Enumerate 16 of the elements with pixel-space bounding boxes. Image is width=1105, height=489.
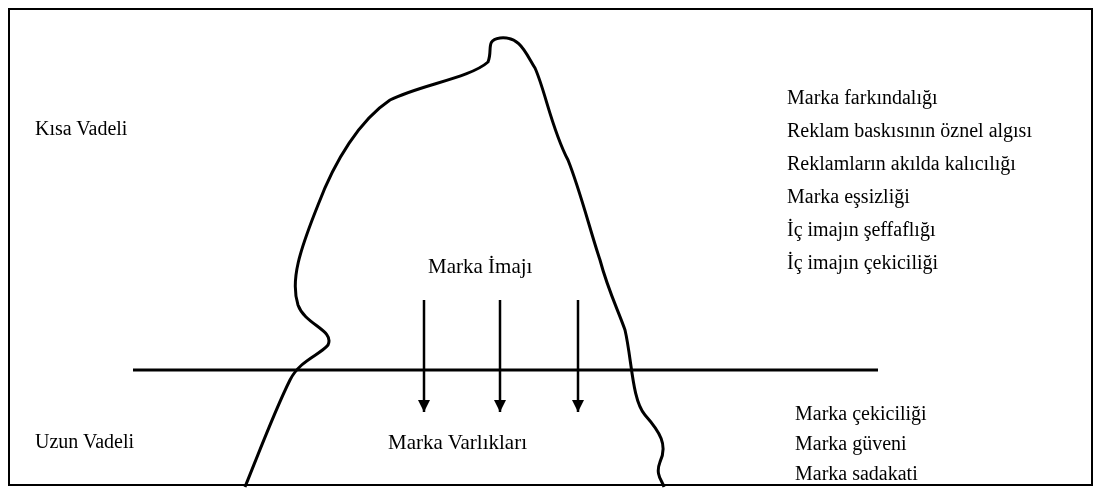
arrow <box>417 300 431 412</box>
text-label: Marka sadakati <box>795 462 918 484</box>
arrow <box>493 300 507 412</box>
text-label: Marka çekiciliği <box>795 402 927 424</box>
text-label: Marka Varlıkları <box>388 430 528 456</box>
text-label: Marka İmajı <box>428 254 534 280</box>
text-label: Uzun Vadeli <box>35 430 135 452</box>
text-label: İç imajın çekiciliği <box>787 251 939 273</box>
text-label: İç imajın şeffaflığı <box>787 218 936 240</box>
text-label: Marka eşsizliği <box>787 185 910 207</box>
text-label: Kısa Vadeli <box>35 117 128 139</box>
arrow <box>571 300 585 412</box>
text-label: Reklamların akılda kalıcılığı <box>787 152 1016 174</box>
text-label: Marka güveni <box>795 432 907 454</box>
text-label: Reklam baskısının öznel algısı <box>787 119 1032 141</box>
text-label: Marka farkındalığı <box>787 86 938 108</box>
